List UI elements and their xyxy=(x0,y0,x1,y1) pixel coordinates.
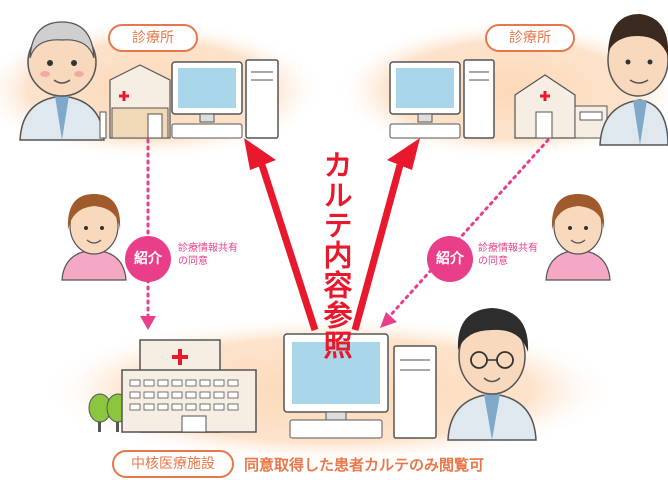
caption-text: 同意取得した患者カルテのみ閲覧可 xyxy=(244,456,485,474)
doctor-glasses-icon xyxy=(447,308,537,441)
referral-badge-right: 紹介 xyxy=(427,236,473,282)
reference-label: カルテ内容参照 xyxy=(319,150,353,360)
reference-arrow-right xyxy=(351,138,420,331)
computer-icon-top-right xyxy=(389,59,495,139)
patient-woman-icon-right xyxy=(545,194,611,281)
patient-woman-icon-left xyxy=(61,194,127,281)
computer-icon-center xyxy=(283,333,437,439)
referral-arrow-right xyxy=(380,138,550,328)
clinic-label-right: 診療所 xyxy=(485,24,575,52)
computer-icon-top-left xyxy=(171,59,279,139)
reference-arrow-left xyxy=(244,138,319,332)
consent-label-left: 診療情報共有 の同意 xyxy=(178,243,238,267)
hospital-building-icon xyxy=(121,339,257,433)
facility-label: 中核医療施設 xyxy=(112,450,234,478)
clinic-building-icon-right xyxy=(514,74,608,139)
referral-badge-left: 紹介 xyxy=(125,236,171,282)
referral-arrow-left xyxy=(140,138,156,330)
consent-label-right: 診療情報共有 の同意 xyxy=(478,243,538,267)
clinic-building-icon-left xyxy=(99,64,171,139)
doctor-elderly-icon xyxy=(19,21,105,141)
doctor-young-icon xyxy=(599,14,668,146)
clinic-label-left: 診療所 xyxy=(108,24,198,52)
